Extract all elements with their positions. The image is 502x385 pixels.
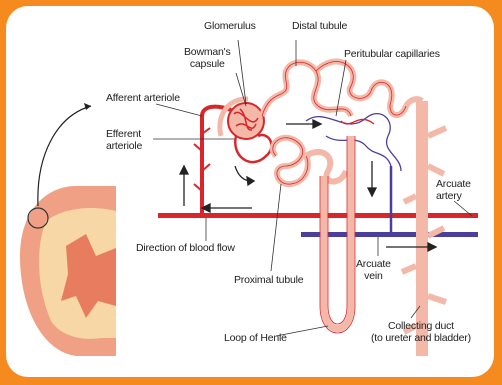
label-proximal-tubule: Proximal tubule <box>234 274 303 286</box>
label-arcuate-vein: Arcuate vein <box>356 258 391 282</box>
label-glomerulus: Glomerulus <box>204 20 256 32</box>
efferent-arteriole-line2: arteriole <box>106 140 142 152</box>
label-loop-of-henle: Loop of Henle <box>224 332 287 344</box>
label-bowmans-capsule: Bowman's capsule <box>184 46 231 70</box>
collecting-duct-line2: (to ureter and bladder) <box>371 332 471 344</box>
efferent-arteriole-line1: Efferent <box>106 128 142 140</box>
collecting-duct-shape <box>402 99 446 356</box>
label-collecting-duct: Collecting duct (to ureter and bladder) <box>371 320 471 344</box>
label-distal-tubule: Distal tubule <box>292 20 347 32</box>
arcuate-vein-line2: vein <box>356 270 391 282</box>
arcuate-artery-line2: artery <box>436 190 471 202</box>
label-arcuate-artery: Arcuate artery <box>436 178 471 202</box>
arcuate-artery-line <box>158 213 478 218</box>
diagram-frame: Glomerulus Distal tubule Bowman's capsul… <box>6 6 494 377</box>
label-peritubular-capillaries: Peritubular capillaries <box>344 48 440 60</box>
convoluted-tubules <box>262 62 406 185</box>
glomerulus-shape <box>220 99 264 139</box>
bowmans-capsule-line2: capsule <box>184 58 231 70</box>
afferent-arteriole <box>194 107 231 214</box>
arcuate-vein-line1: Arcuate <box>356 258 391 270</box>
arcuate-vein-line <box>301 232 478 237</box>
flow-arrows <box>180 120 436 251</box>
collecting-duct-line1: Collecting duct <box>371 320 471 332</box>
bowmans-capsule-line1: Bowman's <box>184 46 231 58</box>
label-efferent-arteriole: Efferent arteriole <box>106 128 142 152</box>
label-afferent-arteriole: Afferent arteriole <box>106 92 180 104</box>
kidney-illustration <box>20 103 116 356</box>
arcuate-artery-line1: Arcuate <box>436 178 471 190</box>
label-direction-of-blood-flow: Direction of blood flow <box>136 242 235 254</box>
